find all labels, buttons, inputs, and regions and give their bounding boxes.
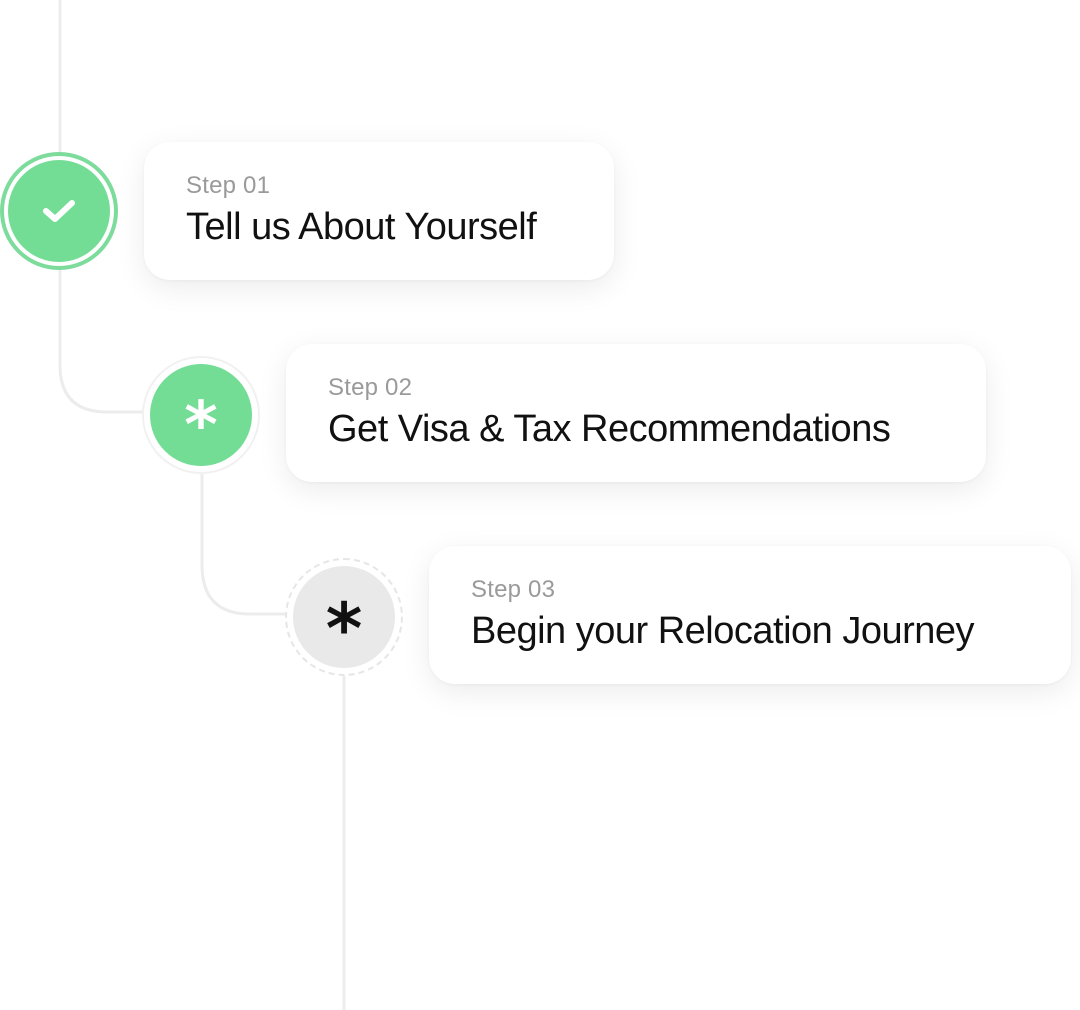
step-3-card[interactable]: Step 03 Begin your Relocation Journey xyxy=(429,546,1071,684)
step-2-title: Get Visa & Tax Recommendations xyxy=(328,408,891,450)
asterisk-icon: * xyxy=(184,389,218,463)
step-3-title: Begin your Relocation Journey xyxy=(471,610,975,652)
step-3-indicator: * xyxy=(293,566,395,668)
step-1-card[interactable]: Step 01 Tell us About Yourself xyxy=(144,142,614,280)
step-1-label: Step 01 xyxy=(186,172,271,199)
step-2-card[interactable]: Step 02 Get Visa & Tax Recommendations xyxy=(286,344,986,482)
step-1-status-completed xyxy=(0,152,118,270)
step-3-label: Step 03 xyxy=(471,576,556,603)
step-1-title: Tell us About Yourself xyxy=(186,206,537,248)
checkmark-icon xyxy=(43,200,75,222)
step-2-status-current: * xyxy=(142,356,260,474)
step-3-status-upcoming: * xyxy=(285,558,403,676)
asterisk-icon: * xyxy=(325,588,363,670)
connector-line-2-3 xyxy=(200,474,289,616)
step-2-indicator: * xyxy=(150,364,252,466)
step-2-label: Step 02 xyxy=(328,374,413,401)
connector-line-1-2 xyxy=(58,270,146,414)
step-1-indicator xyxy=(8,160,110,262)
